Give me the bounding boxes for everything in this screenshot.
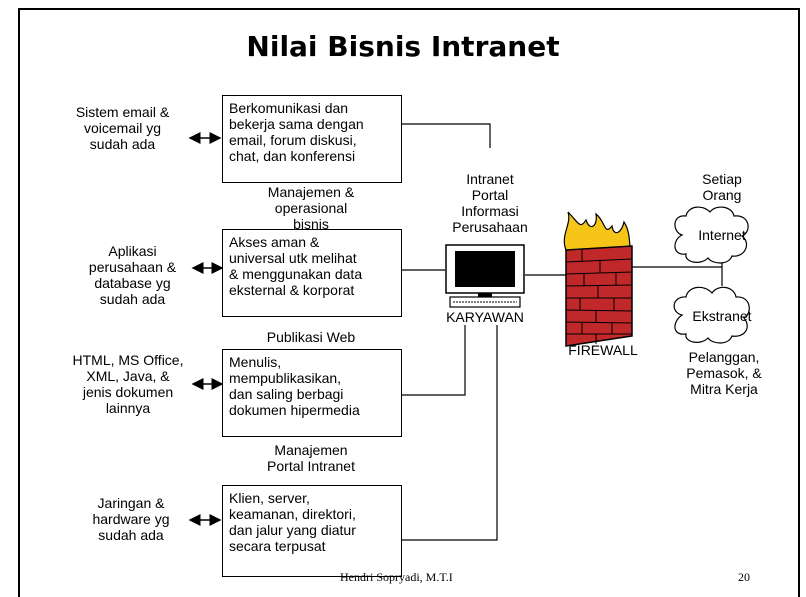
legacy-network-label: Jaringan & hardware yg sudah ada bbox=[92, 495, 170, 543]
web-publishing-box: Menulis, mempublikasikan, dan saling ber… bbox=[222, 349, 402, 437]
data-access-box: Akses aman & universal utk melihat & men… bbox=[222, 229, 402, 317]
web-publishing-box-text: Menulis, mempublikasikan, dan saling ber… bbox=[229, 354, 360, 418]
partners-label: Pelanggan, Pemasok, & Mitra Kerja bbox=[686, 349, 762, 397]
legacy-email-label: Sistem email & voicemail yg sudah ada bbox=[75, 104, 170, 152]
everyone-label: Setiap Orang bbox=[702, 171, 742, 203]
internet-label: Internet bbox=[698, 227, 746, 243]
portal-management-box: Klien, server, keamanan, direktori, dan … bbox=[222, 485, 402, 577]
slide-title: Nilai Bisnis Intranet bbox=[246, 30, 560, 63]
collaboration-box-text: Berkomunikasi dan bekerja sama dengan em… bbox=[229, 100, 364, 164]
page-number: 20 bbox=[738, 570, 750, 584]
cloud-icon-extranet bbox=[673, 286, 750, 344]
firewall-icon bbox=[563, 211, 633, 347]
portal-management-box-text: Klien, server, keamanan, direktori, dan … bbox=[229, 490, 356, 554]
connector-box3 bbox=[400, 325, 466, 396]
legacy-apps-label: Aplikasi perusahaan & database yg sudah … bbox=[88, 243, 177, 307]
extranet-label: Ekstranet bbox=[692, 308, 752, 324]
connector-box4 bbox=[400, 325, 498, 541]
footer-author: Hendri Sopryadi, M.T.I bbox=[340, 570, 453, 584]
computer-icon bbox=[445, 244, 525, 308]
caption-web-publishing: Publikasi Web bbox=[266, 329, 356, 345]
cloud-icon-internet bbox=[674, 206, 749, 264]
connector-box1 bbox=[400, 123, 491, 148]
slide-frame bbox=[18, 8, 800, 597]
caption-portal-management: Manajemen Portal Intranet bbox=[267, 442, 355, 474]
caption-business-operations: Manajemen & operasional bisnis bbox=[267, 184, 355, 232]
legacy-docs-label: HTML, MS Office, XML, Java, & jenis doku… bbox=[72, 352, 184, 416]
computer-label: KARYAWAN bbox=[446, 309, 524, 325]
collaboration-box: Berkomunikasi dan bekerja sama dengan em… bbox=[222, 95, 402, 183]
data-access-box-text: Akses aman & universal utk melihat & men… bbox=[229, 234, 363, 298]
firewall-label: FIREWALL bbox=[568, 342, 638, 358]
portal-label: Intranet Portal Informasi Perusahaan bbox=[452, 171, 528, 235]
